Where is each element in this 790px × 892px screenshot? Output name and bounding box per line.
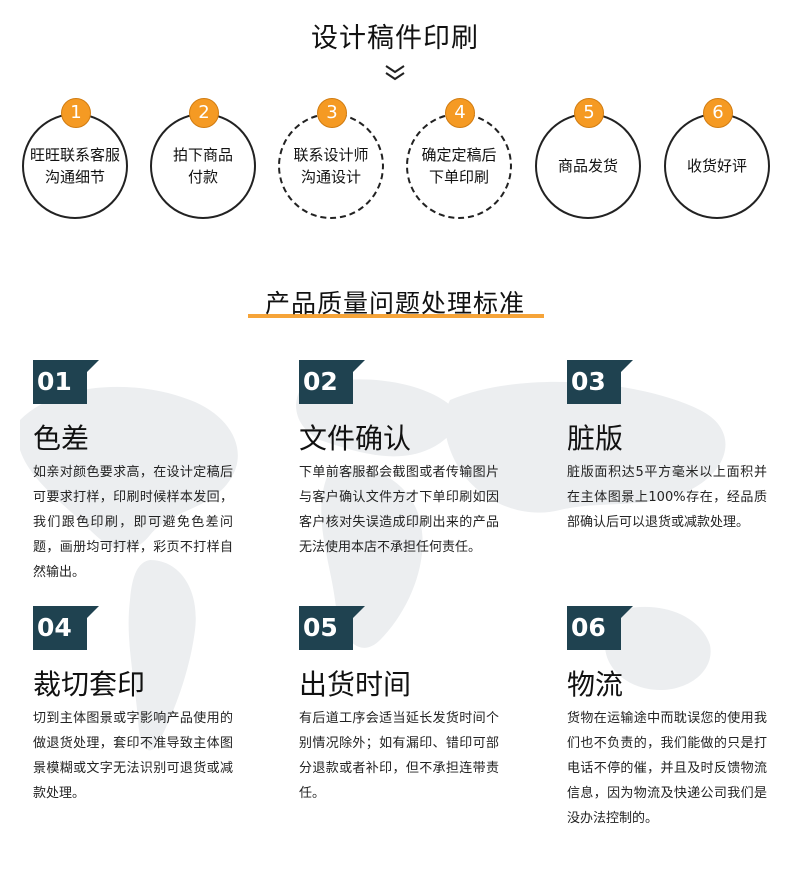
step-circle: 确定定稿后 下单印刷 [406,113,512,219]
item-heading: 裁切套印 [33,668,146,701]
quality-item-5: 05 出货时间 有后道工序会适当延长发货时间个别情况除外；如有漏印、错印可部分退… [299,606,499,806]
step-number-badge: 6 [703,98,733,128]
step-circle: 收货好评 [664,113,770,219]
quality-title: 产品质量问题处理标准 [264,289,525,318]
step-circle: 联系设计师 沟通设计 [278,113,384,219]
step-number-badge: 3 [317,98,347,128]
title-underline [248,314,544,318]
item-number-badge: 04 [33,606,99,650]
step-label: 旺旺联系客服 沟通细节 [29,146,120,186]
step-number-badge: 5 [574,98,604,128]
step-label: 确定定稿后 下单印刷 [421,146,497,186]
item-description: 如亲对颜色要求高，在设计定稿后可要求打样，印刷时候样本发回，我们跟色印刷，即可避… [33,465,233,580]
item-description: 切到主体图景或字影响产品使用的做退货处理，套印不准导致主体图景模糊或文字无法识别… [33,711,233,801]
process-steps: 旺旺联系客服 沟通细节 1 拍下商品 付款 2 联系设计师 沟通设计 3 确定定… [0,0,790,250]
item-number-badge: 03 [567,360,633,404]
item-heading: 色差 [33,422,90,455]
step-6: 收货好评 6 [664,98,770,219]
step-label: 商品发货 [557,157,618,175]
step-circle: 拍下商品 付款 [150,113,256,219]
quality-item-6: 06 物流 货物在运输途中而耽误您的使用我们也不负责的，我们能做的只是打电话不停… [567,606,767,831]
item-number-badge: 01 [33,360,99,404]
step-label: 收货好评 [686,157,747,175]
step-4: 确定定稿后 下单印刷 4 [406,98,512,219]
step-circle: 商品发货 [535,113,641,219]
step-number-badge: 2 [189,98,219,128]
world-map-background [20,379,726,751]
item-description: 下单前客服都会截图或者传输图片与客户确认文件方才下单印刷如因客户核对失误造成印刷… [299,465,499,555]
step-3: 联系设计师 沟通设计 3 [278,98,384,219]
step-5: 商品发货 5 [535,98,641,219]
item-heading: 出货时间 [299,668,412,701]
item-heading: 脏版 [567,422,624,455]
quality-item-2: 02 文件确认 下单前客服都会截图或者传输图片与客户确认文件方才下单印刷如因客户… [299,360,499,560]
item-number-badge: 06 [567,606,633,650]
step-label: 拍下商品 付款 [172,146,233,186]
quality-item-4: 04 裁切套印 切到主体图景或字影响产品使用的做退货处理，套印不准导致主体图景模… [33,606,233,806]
item-description: 脏版面积达5平方毫米以上面积并在主体图景上100%存在，经品质部确认后可以退货或… [567,465,767,530]
step-circle: 旺旺联系客服 沟通细节 [22,113,128,219]
step-1: 旺旺联系客服 沟通细节 1 [22,98,128,219]
quality-item-3: 03 脏版 脏版面积达5平方毫米以上面积并在主体图景上100%存在，经品质部确认… [567,360,767,535]
step-label: 联系设计师 沟通设计 [293,146,369,186]
step-number-badge: 1 [61,98,91,128]
item-heading: 物流 [567,668,624,701]
item-heading: 文件确认 [299,422,412,455]
item-description: 货物在运输途中而耽误您的使用我们也不负责的，我们能做的只是打电话不停的催，并且及… [567,711,767,826]
item-number-badge: 05 [299,606,365,650]
process-title: 设计稿件印刷 [311,23,479,54]
step-number-badge: 4 [445,98,475,128]
step-2: 拍下商品 付款 2 [150,98,256,219]
item-description: 有后道工序会适当延长发货时间个别情况除外；如有漏印、错印可部分退款或者补印，但不… [299,711,499,801]
quality-item-1: 01 色差 如亲对颜色要求高，在设计定稿后可要求打样，印刷时候样本发回，我们跟色… [33,360,233,585]
double-chevron-down-icon [385,65,405,81]
item-number-badge: 02 [299,360,365,404]
